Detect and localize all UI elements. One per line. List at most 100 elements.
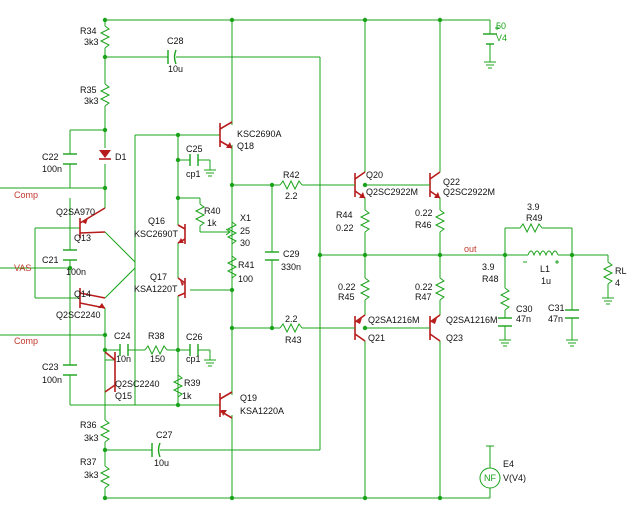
transistor-q13 (79, 207, 106, 238)
label-r37-value: 3k3 (84, 470, 99, 480)
inductor-l1 (523, 250, 559, 264)
label-c22: C22 (42, 152, 59, 162)
label-q16-type: KSC2690T (134, 229, 179, 239)
label-r35: R35 (80, 85, 97, 95)
label-q16: Q16 (148, 216, 165, 226)
transistor-q20 (345, 171, 366, 199)
label-c25: C25 (186, 144, 203, 154)
label-x1-b: 30 (240, 238, 250, 248)
transistor-q21 (345, 314, 366, 342)
label-r45: R45 (338, 292, 355, 302)
battery-v4 (483, 26, 499, 45)
label-r39: R39 (184, 378, 201, 388)
transistor-q17 (177, 277, 186, 298)
label-r34-value: 3k3 (84, 37, 99, 47)
label-r41-value: 100 (238, 274, 253, 284)
label-c27: C27 (156, 430, 173, 440)
label-r35-value: 3k3 (84, 96, 99, 106)
label-q20: Q20 (366, 170, 383, 180)
label-r45-value: 0.22 (338, 282, 356, 292)
resistor-r45 (360, 277, 370, 301)
label-x1-a: 25 (240, 226, 250, 236)
label-q14-type: Q2SC2240 (56, 310, 101, 320)
label-c24: C24 (114, 331, 131, 341)
label-v4-voltage: 50 (496, 21, 506, 31)
label-c23: C23 (42, 362, 59, 372)
label-r46: R46 (415, 220, 432, 230)
label-c30-value: 47n (516, 314, 531, 324)
ground-symbols (204, 61, 614, 455)
potentiometer-x1 (225, 221, 237, 245)
label-c21: C21 (42, 255, 59, 265)
label-c23-value: 100n (42, 375, 62, 385)
resistor-r46 (435, 209, 445, 233)
label-c22-value: 100n (42, 164, 62, 174)
label-c28-value: 10u (168, 64, 183, 74)
resistor-r36 (100, 419, 110, 443)
label-r40: R40 (204, 206, 221, 216)
label-q23-type: Q2SA1216M (446, 315, 498, 325)
label-r43: R43 (285, 335, 302, 345)
resistor-r43 (279, 323, 303, 333)
label-c26: C26 (186, 332, 203, 342)
label-r49: R49 (526, 213, 543, 223)
label-rl: RL (615, 266, 627, 276)
transistor-q18 (219, 121, 233, 149)
label-r42-value: 2.2 (285, 191, 298, 201)
label-q22: Q22 (443, 177, 460, 187)
label-q23: Q23 (446, 333, 463, 343)
transistors (79, 121, 441, 419)
resistor-r34 (100, 25, 110, 49)
transistor-q16 (177, 224, 186, 244)
label-r49-value: 3.9 (527, 202, 540, 212)
label-c31: C31 (548, 303, 565, 313)
label-r42: R42 (283, 170, 300, 180)
label-q15: Q15 (115, 391, 132, 401)
transistor-q14 (79, 288, 106, 309)
label-q21-type: Q2SA1216M (368, 315, 420, 325)
resistor-rl (603, 261, 613, 285)
label-r40-value: 1k (207, 218, 217, 228)
label-c29-value: 330n (281, 262, 301, 272)
resistor-r49 (519, 223, 543, 233)
diode-d1 (99, 150, 111, 160)
resistor-r48 (500, 287, 510, 311)
label-q17: Q17 (150, 272, 167, 282)
label-r48: R48 (482, 274, 499, 284)
label-r47: R47 (415, 292, 432, 302)
label-l1-value: 1u (541, 276, 551, 286)
label-q20-type: Q2SC2922M (366, 187, 418, 197)
component-labels: R34 3k3 C28 10u 50 V4 R35 3k3 KSC2690A Q… (14, 21, 627, 483)
transistor-q15 (104, 351, 116, 393)
label-r34: R34 (80, 26, 97, 36)
label-q21: Q21 (368, 333, 385, 343)
label-vas: VAS (14, 263, 31, 273)
label-comp-bottom: Comp (14, 336, 38, 346)
transistor-q19 (219, 391, 233, 419)
resistor-r37 (100, 465, 110, 489)
transistor-q23 (420, 314, 441, 342)
label-nf: NF (484, 473, 496, 483)
label-r41: R41 (238, 260, 255, 270)
label-q18: Q18 (237, 141, 254, 151)
label-rl-value: 4 (615, 278, 620, 288)
resistor-r44 (360, 209, 370, 233)
label-q17-type: KSA1220T (134, 284, 178, 294)
label-r48-value: 3.9 (482, 262, 495, 272)
label-q22-type: Q2SC2922M (443, 187, 495, 197)
label-c21-value: 100n (66, 267, 86, 277)
label-c25-value: cp1 (186, 169, 201, 179)
label-c31-value: 47n (548, 314, 563, 324)
label-out: out (464, 244, 477, 254)
nf-source-e4 (479, 467, 501, 489)
label-q13: Q13 (74, 233, 91, 243)
transistor-q22 (420, 171, 441, 199)
label-d1: D1 (115, 152, 127, 162)
label-x1: X1 (240, 213, 251, 223)
label-c29: C29 (283, 249, 300, 259)
label-c26-value: cp1 (186, 354, 201, 364)
label-r36-value: 3k3 (84, 433, 99, 443)
label-r43-value: 2.2 (285, 314, 298, 324)
resistor-r35 (100, 83, 110, 107)
